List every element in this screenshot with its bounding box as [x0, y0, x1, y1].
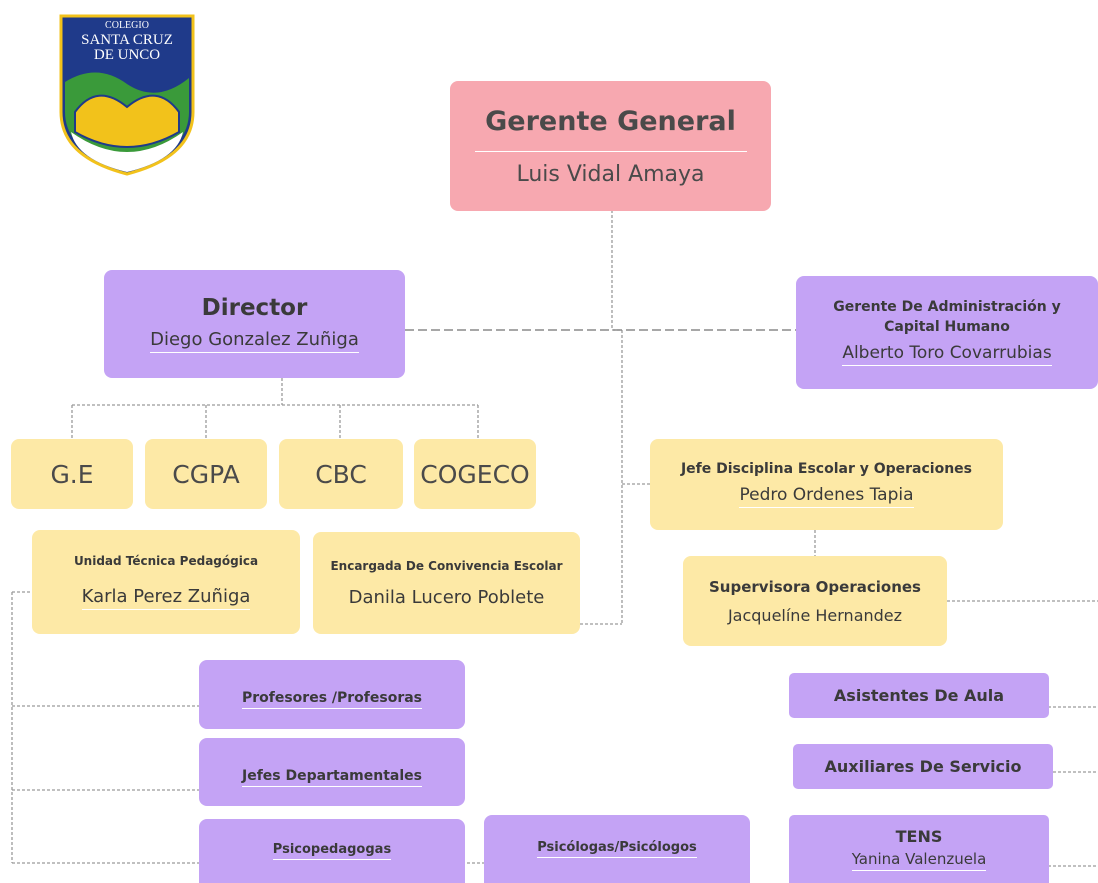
- convivencia-name: Danila Lucero Poblete: [348, 586, 545, 608]
- jefe-disciplina-name: Pedro Ordenes Tapia: [739, 485, 914, 508]
- psicopedagogas-box: Psicopedagogas: [199, 819, 465, 883]
- utp-name: Karla Perez Zuñiga: [81, 586, 251, 610]
- gerente-divider: [474, 150, 747, 152]
- council-label-cgpa: CGPA: [172, 459, 240, 489]
- council-label-cogeco: COGECO: [420, 459, 530, 489]
- tens-title: TENS: [895, 827, 943, 846]
- director-title: Director: [201, 295, 308, 321]
- council-box-cgpa: CGPA: [145, 439, 267, 509]
- school-logo: COLEGIO SANTA CRUZ DE UNCO: [59, 14, 195, 176]
- jefe-disciplina-title: Jefe Disciplina Escolar y Operaciones: [680, 461, 973, 477]
- admin-box: Gerente De Administración y Capital Huma…: [796, 276, 1098, 389]
- gerente-name: Luis Vidal Amaya: [516, 161, 705, 187]
- council-box-ge: G.E: [11, 439, 133, 509]
- convivencia-title: Encargada De Convivencia Escolar: [330, 558, 563, 573]
- asistentes-label: Asistentes De Aula: [833, 686, 1005, 705]
- logo-line3: DE UNCO: [94, 47, 160, 63]
- admin-title-line2: Capital Humano: [884, 319, 1010, 335]
- asistentes-box: Asistentes De Aula: [789, 673, 1049, 718]
- director-box: Director Diego Gonzalez Zuñiga: [104, 270, 405, 378]
- council-box-cbc: CBC: [279, 439, 403, 509]
- gerente-general-box: Gerente General Luis Vidal Amaya: [450, 81, 771, 211]
- logo-line1: COLEGIO: [105, 20, 149, 31]
- utp-box: Unidad Técnica Pedagógica Karla Perez Zu…: [32, 530, 300, 634]
- council-box-cogeco: COGECO: [414, 439, 536, 509]
- council-label-ge: G.E: [50, 459, 94, 489]
- admin-title-line1: Gerente De Administración y: [833, 299, 1061, 315]
- supervisora-box: Supervisora Operaciones Jacquelíne Herna…: [683, 556, 947, 646]
- supervisora-name: Jacquelíne Hernandez: [727, 605, 903, 625]
- convivencia-box: Encargada De Convivencia Escolar Danila …: [313, 532, 580, 634]
- council-label-cbc: CBC: [315, 459, 367, 489]
- admin-name: Alberto Toro Covarrubias: [842, 343, 1052, 366]
- profesores-box: Profesores /Profesoras: [199, 660, 465, 729]
- director-name: Diego Gonzalez Zuñiga: [150, 329, 359, 353]
- gerente-title: Gerente General: [485, 105, 736, 137]
- jefe-disciplina-box: Jefe Disciplina Escolar y Operaciones Pe…: [650, 439, 1003, 530]
- tens-box: TENS Yanina Valenzuela: [789, 815, 1049, 883]
- profesores-label: Profesores /Profesoras: [241, 690, 423, 709]
- logo-line2: SANTA CRUZ: [81, 32, 173, 48]
- auxiliares-label: Auxiliares De Servicio: [824, 757, 1022, 776]
- supervisora-title: Supervisora Operaciones: [709, 577, 921, 596]
- auxiliares-box: Auxiliares De Servicio: [793, 744, 1053, 789]
- psicologas-label: Psicólogas/Psicólogos: [537, 840, 697, 858]
- jefes-departamentales-box: Jefes Departamentales: [199, 738, 465, 806]
- tens-name: Yanina Valenzuela: [851, 850, 987, 871]
- psicologas-box: Psicólogas/Psicólogos: [484, 815, 750, 883]
- utp-title: Unidad Técnica Pedagógica: [73, 554, 259, 568]
- psicopedagogas-label: Psicopedagogas: [272, 842, 392, 860]
- jefes-departamentales-label: Jefes Departamentales: [242, 768, 422, 787]
